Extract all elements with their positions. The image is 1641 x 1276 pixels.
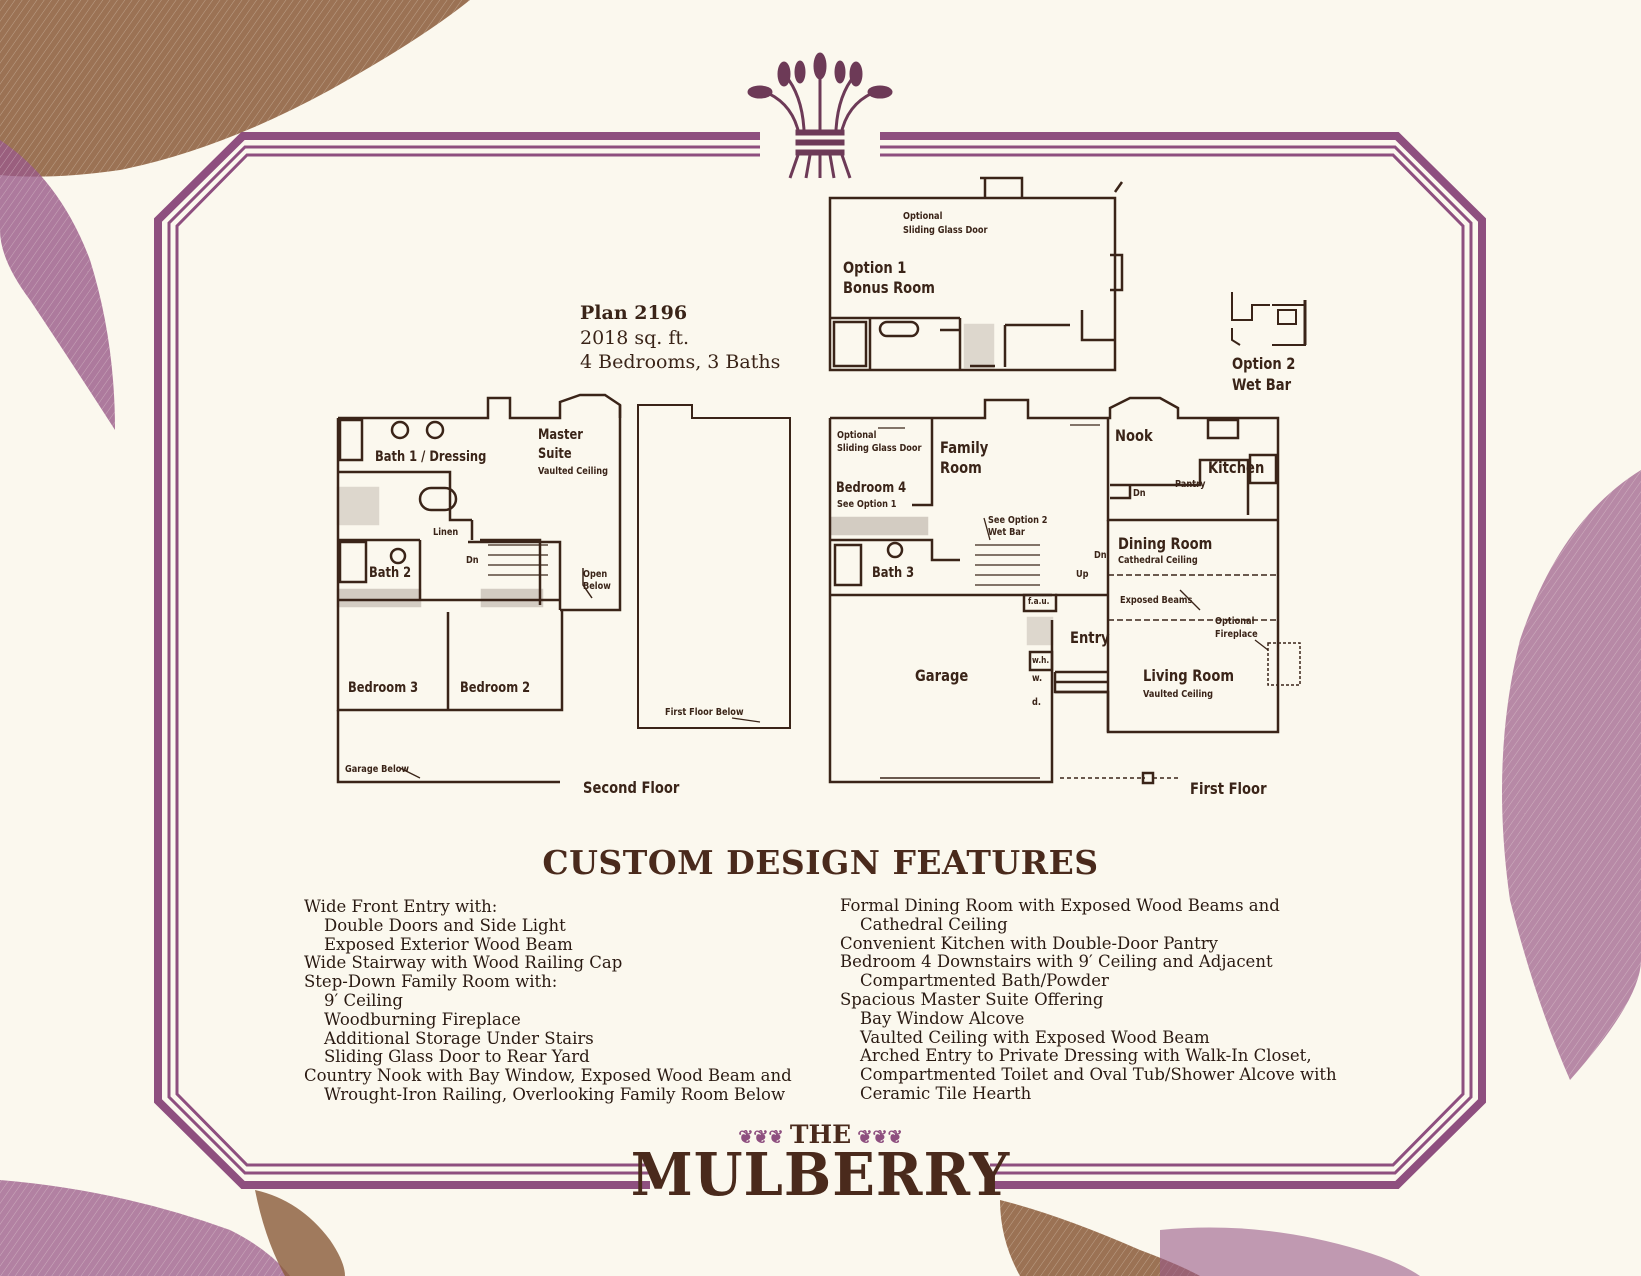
feature-item: 9′ Ceiling bbox=[324, 990, 403, 1010]
plan-number: Plan 2196 bbox=[580, 302, 688, 324]
label-living-room: Living Room bbox=[1143, 666, 1235, 685]
option2-title: Option 2 bbox=[1232, 354, 1296, 373]
wheat-sheaf-logo bbox=[747, 52, 893, 179]
label-kitchen: Kitchen bbox=[1208, 458, 1265, 477]
label-open: Open bbox=[583, 569, 608, 580]
label-linen: Linen bbox=[433, 527, 459, 538]
feature-item: Double Doors and Side Light bbox=[324, 915, 566, 935]
features-left-list: Wide Front Entry with: Double Doors and … bbox=[304, 897, 792, 1105]
feature-item: Vaulted Ceiling with Exposed Wood Beam bbox=[860, 1027, 1210, 1047]
second-floor-caption: Second Floor bbox=[583, 778, 680, 797]
page-frame bbox=[154, 132, 1486, 1189]
label-optional-fireplace-2: Fireplace bbox=[1215, 629, 1258, 640]
label-see-option-1: See Option 1 bbox=[837, 499, 897, 510]
feature-item: Spacious Master Suite Offering bbox=[840, 989, 1104, 1009]
label-ff-dn-1: Dn bbox=[1133, 488, 1146, 499]
feature-item: Woodburning Fireplace bbox=[324, 1009, 521, 1029]
features-heading: CUSTOM DESIGN FEATURES bbox=[542, 843, 1099, 882]
label-family: Family bbox=[940, 438, 989, 457]
label-second-dn: Dn bbox=[466, 555, 479, 566]
label-cathedral-ceiling: Cathedral Ceiling bbox=[1118, 555, 1198, 566]
plan-square-footage: 2018 sq. ft. bbox=[580, 327, 690, 349]
label-ff-dn-2: Dn bbox=[1094, 550, 1107, 561]
feature-item: Cathedral Ceiling bbox=[860, 914, 1008, 934]
label-bedroom-2: Bedroom 2 bbox=[460, 680, 531, 696]
label-master: Master bbox=[538, 427, 583, 443]
feature-item: Arched Entry to Private Dressing with Wa… bbox=[860, 1046, 1312, 1066]
option-2-wet-bar-plan bbox=[1231, 292, 1307, 346]
wheat-ornament-icon: ❦❦❦ bbox=[738, 1127, 790, 1148]
label-entry: Entry bbox=[1070, 628, 1110, 647]
feature-item: Wide Stairway with Wood Railing Cap bbox=[304, 953, 623, 973]
feature-item: Compartmented Toilet and Oval Tub/Shower… bbox=[860, 1065, 1337, 1085]
label-d: d. bbox=[1032, 697, 1041, 708]
feature-item: Additional Storage Under Stairs bbox=[324, 1028, 594, 1048]
feature-item: Convenient Kitchen with Double-Door Pant… bbox=[840, 933, 1218, 953]
feature-item: Wrought-Iron Railing, Overlooking Family… bbox=[324, 1084, 786, 1104]
feature-item: Exposed Exterior Wood Beam bbox=[324, 934, 573, 954]
option1-sliding-label-1: Optional bbox=[903, 211, 943, 222]
label-garage-below: Garage Below bbox=[345, 764, 409, 775]
option1-title: Option 1 bbox=[843, 258, 907, 277]
label-pantry: Pantry bbox=[1175, 479, 1206, 490]
option2-wet-bar: Wet Bar bbox=[1232, 375, 1292, 394]
first-floor-caption: First Floor bbox=[1190, 779, 1267, 798]
option-1-floor-plan bbox=[828, 176, 1124, 372]
wheat-ornament-icon: ❦❦❦ bbox=[851, 1127, 903, 1148]
label-living-vaulted: Vaulted Ceiling bbox=[1143, 689, 1214, 700]
label-garage: Garage bbox=[915, 666, 969, 685]
label-w: w. bbox=[1032, 673, 1043, 684]
feature-item: Wide Front Entry with: bbox=[304, 897, 498, 916]
brand-logo-the: ❦❦❦ THE ❦❦❦ bbox=[738, 1120, 903, 1149]
feature-item: Bay Window Alcove bbox=[860, 1008, 1025, 1028]
label-exposed-beams: Exposed Beams bbox=[1120, 595, 1193, 606]
brand-logo-mulberry: MULBERRY bbox=[630, 1140, 1011, 1210]
feature-item: Ceramic Tile Hearth bbox=[860, 1083, 1032, 1103]
label-up: Up bbox=[1076, 569, 1089, 580]
second-floor-plan bbox=[336, 393, 791, 784]
label-bedroom-4: Bedroom 4 bbox=[836, 480, 907, 496]
label-bath-1-dressing: Bath 1 / Dressing bbox=[375, 449, 487, 465]
label-wh: w.h. bbox=[1032, 656, 1050, 666]
ff-label-sliding-1: Optional bbox=[837, 430, 877, 441]
feature-item: Country Nook with Bay Window, Exposed Wo… bbox=[304, 1066, 792, 1086]
plan-rooms: 4 Bedrooms, 3 Baths bbox=[580, 351, 781, 373]
label-below: Below bbox=[583, 581, 611, 592]
label-bath-3: Bath 3 bbox=[872, 565, 915, 581]
label-fau: f.a.u. bbox=[1028, 597, 1050, 607]
label-dining-room: Dining Room bbox=[1118, 534, 1213, 553]
label-first-floor-below: First Floor Below bbox=[665, 707, 744, 718]
leaf-bottom-brown-1 bbox=[255, 1190, 345, 1276]
option1-bonus-room: Bonus Room bbox=[843, 278, 935, 297]
features-right-list: Formal Dining Room with Exposed Wood Bea… bbox=[840, 896, 1337, 1104]
feature-item: Bedroom 4 Downstairs with 9′ Ceiling and… bbox=[840, 952, 1273, 972]
label-room: Room bbox=[940, 458, 982, 477]
feature-item: Step-Down Family Room with: bbox=[304, 972, 558, 992]
feature-item: Sliding Glass Door to Rear Yard bbox=[324, 1047, 590, 1067]
option1-sliding-label-2: Sliding Glass Door bbox=[903, 225, 988, 236]
label-nook: Nook bbox=[1115, 426, 1153, 445]
label-see-option-2-wet-bar: Wet Bar bbox=[988, 527, 1025, 538]
first-floor-plan bbox=[828, 396, 1301, 785]
label-bath-2: Bath 2 bbox=[369, 565, 412, 581]
label-master-vaulted: Vaulted Ceiling bbox=[538, 466, 609, 477]
feature-item: Formal Dining Room with Exposed Wood Bea… bbox=[840, 896, 1280, 915]
feature-item: Compartmented Bath/Powder bbox=[860, 971, 1109, 991]
ff-label-sliding-2: Sliding Glass Door bbox=[837, 443, 922, 454]
label-bedroom-3: Bedroom 3 bbox=[348, 680, 419, 696]
label-see-option-2: See Option 2 bbox=[988, 515, 1048, 526]
leaf-bottom-right-purple bbox=[1160, 1227, 1420, 1276]
label-suite: Suite bbox=[538, 446, 572, 462]
label-optional-fireplace-1: Optional bbox=[1215, 616, 1255, 627]
